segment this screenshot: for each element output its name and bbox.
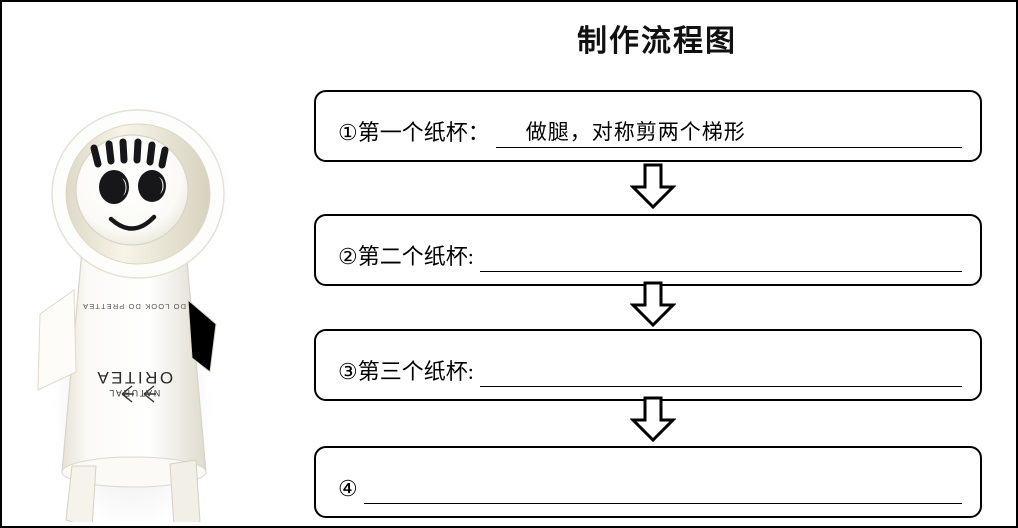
step-marker-3: ③ — [338, 359, 358, 384]
step-label-2: 第二个纸杯: — [357, 244, 474, 269]
cup-logo-mark — [121, 385, 156, 403]
svg-text:NATURAL: NATURAL — [108, 388, 161, 398]
cup-brand-text: ORITEA NATURAL — [95, 368, 173, 398]
page-title: 制作流程图 — [577, 25, 737, 58]
answer-blank-2[interactable] — [479, 243, 962, 272]
step-label-3: 第三个纸杯: — [357, 359, 474, 384]
bangs-icon — [90, 138, 169, 169]
flow-step-row-3: ③ 第三个纸杯: — [338, 358, 962, 387]
cup-leg-right — [169, 459, 201, 522]
flow-step-box-3[interactable]: ③ 第三个纸杯: — [314, 329, 982, 401]
smile-icon — [108, 214, 157, 231]
paper-cup-doll-illustration: ORITEA NATURAL DO LOOK DO PRETTEA — [37, 106, 234, 522]
svg-text:DO LOOK DO PRETTEA: DO LOOK DO PRETTEA — [82, 302, 186, 311]
flow-step-row-2: ② 第二个纸杯: — [338, 243, 962, 272]
down-block-arrow-icon-2 — [630, 281, 676, 327]
down-block-arrow-icon-1 — [630, 163, 676, 209]
eyes-icon — [99, 170, 166, 204]
answer-text-1: 做腿，对称剪两个梯形 — [525, 120, 746, 144]
cup-arm-left — [37, 289, 77, 391]
step-marker-4: ④ — [338, 476, 358, 501]
answer-blank-4[interactable] — [363, 475, 962, 504]
cup-arm-right — [187, 298, 217, 373]
answer-text-4 — [364, 501, 394, 503]
paper-cup-doll-photo: ORITEA NATURAL DO LOOK DO PRETTEA — [10, 72, 300, 522]
cup-body: ORITEA NATURAL DO LOOK DO PRETTEA — [37, 249, 217, 522]
step-label-1: 第一个纸杯： — [357, 120, 490, 145]
answer-text-2 — [480, 269, 510, 271]
flow-step-box-2[interactable]: ② 第二个纸杯: — [314, 214, 982, 286]
flow-step-row-4: ④ — [338, 475, 962, 504]
step-marker-1: ① — [338, 120, 358, 145]
cup-head — [51, 109, 225, 279]
cup-leg-left — [65, 465, 97, 522]
step-marker-2: ② — [338, 244, 358, 269]
answer-text-3 — [480, 384, 510, 386]
cup-top-text: DO LOOK DO PRETTEA — [82, 302, 186, 311]
flow-step-row-1: ① 第一个纸杯： 做腿，对称剪两个梯形 — [338, 119, 962, 148]
down-block-arrow-icon-3 — [630, 396, 676, 442]
flow-step-box-4[interactable]: ④ — [314, 446, 982, 518]
face-drawing — [90, 138, 169, 231]
answer-blank-1[interactable]: 做腿，对称剪两个梯形 — [495, 119, 962, 148]
svg-text:ORITEA: ORITEA — [95, 368, 173, 387]
flow-step-box-1[interactable]: ① 第一个纸杯： 做腿，对称剪两个梯形 — [314, 90, 982, 162]
answer-blank-3[interactable] — [479, 358, 962, 387]
